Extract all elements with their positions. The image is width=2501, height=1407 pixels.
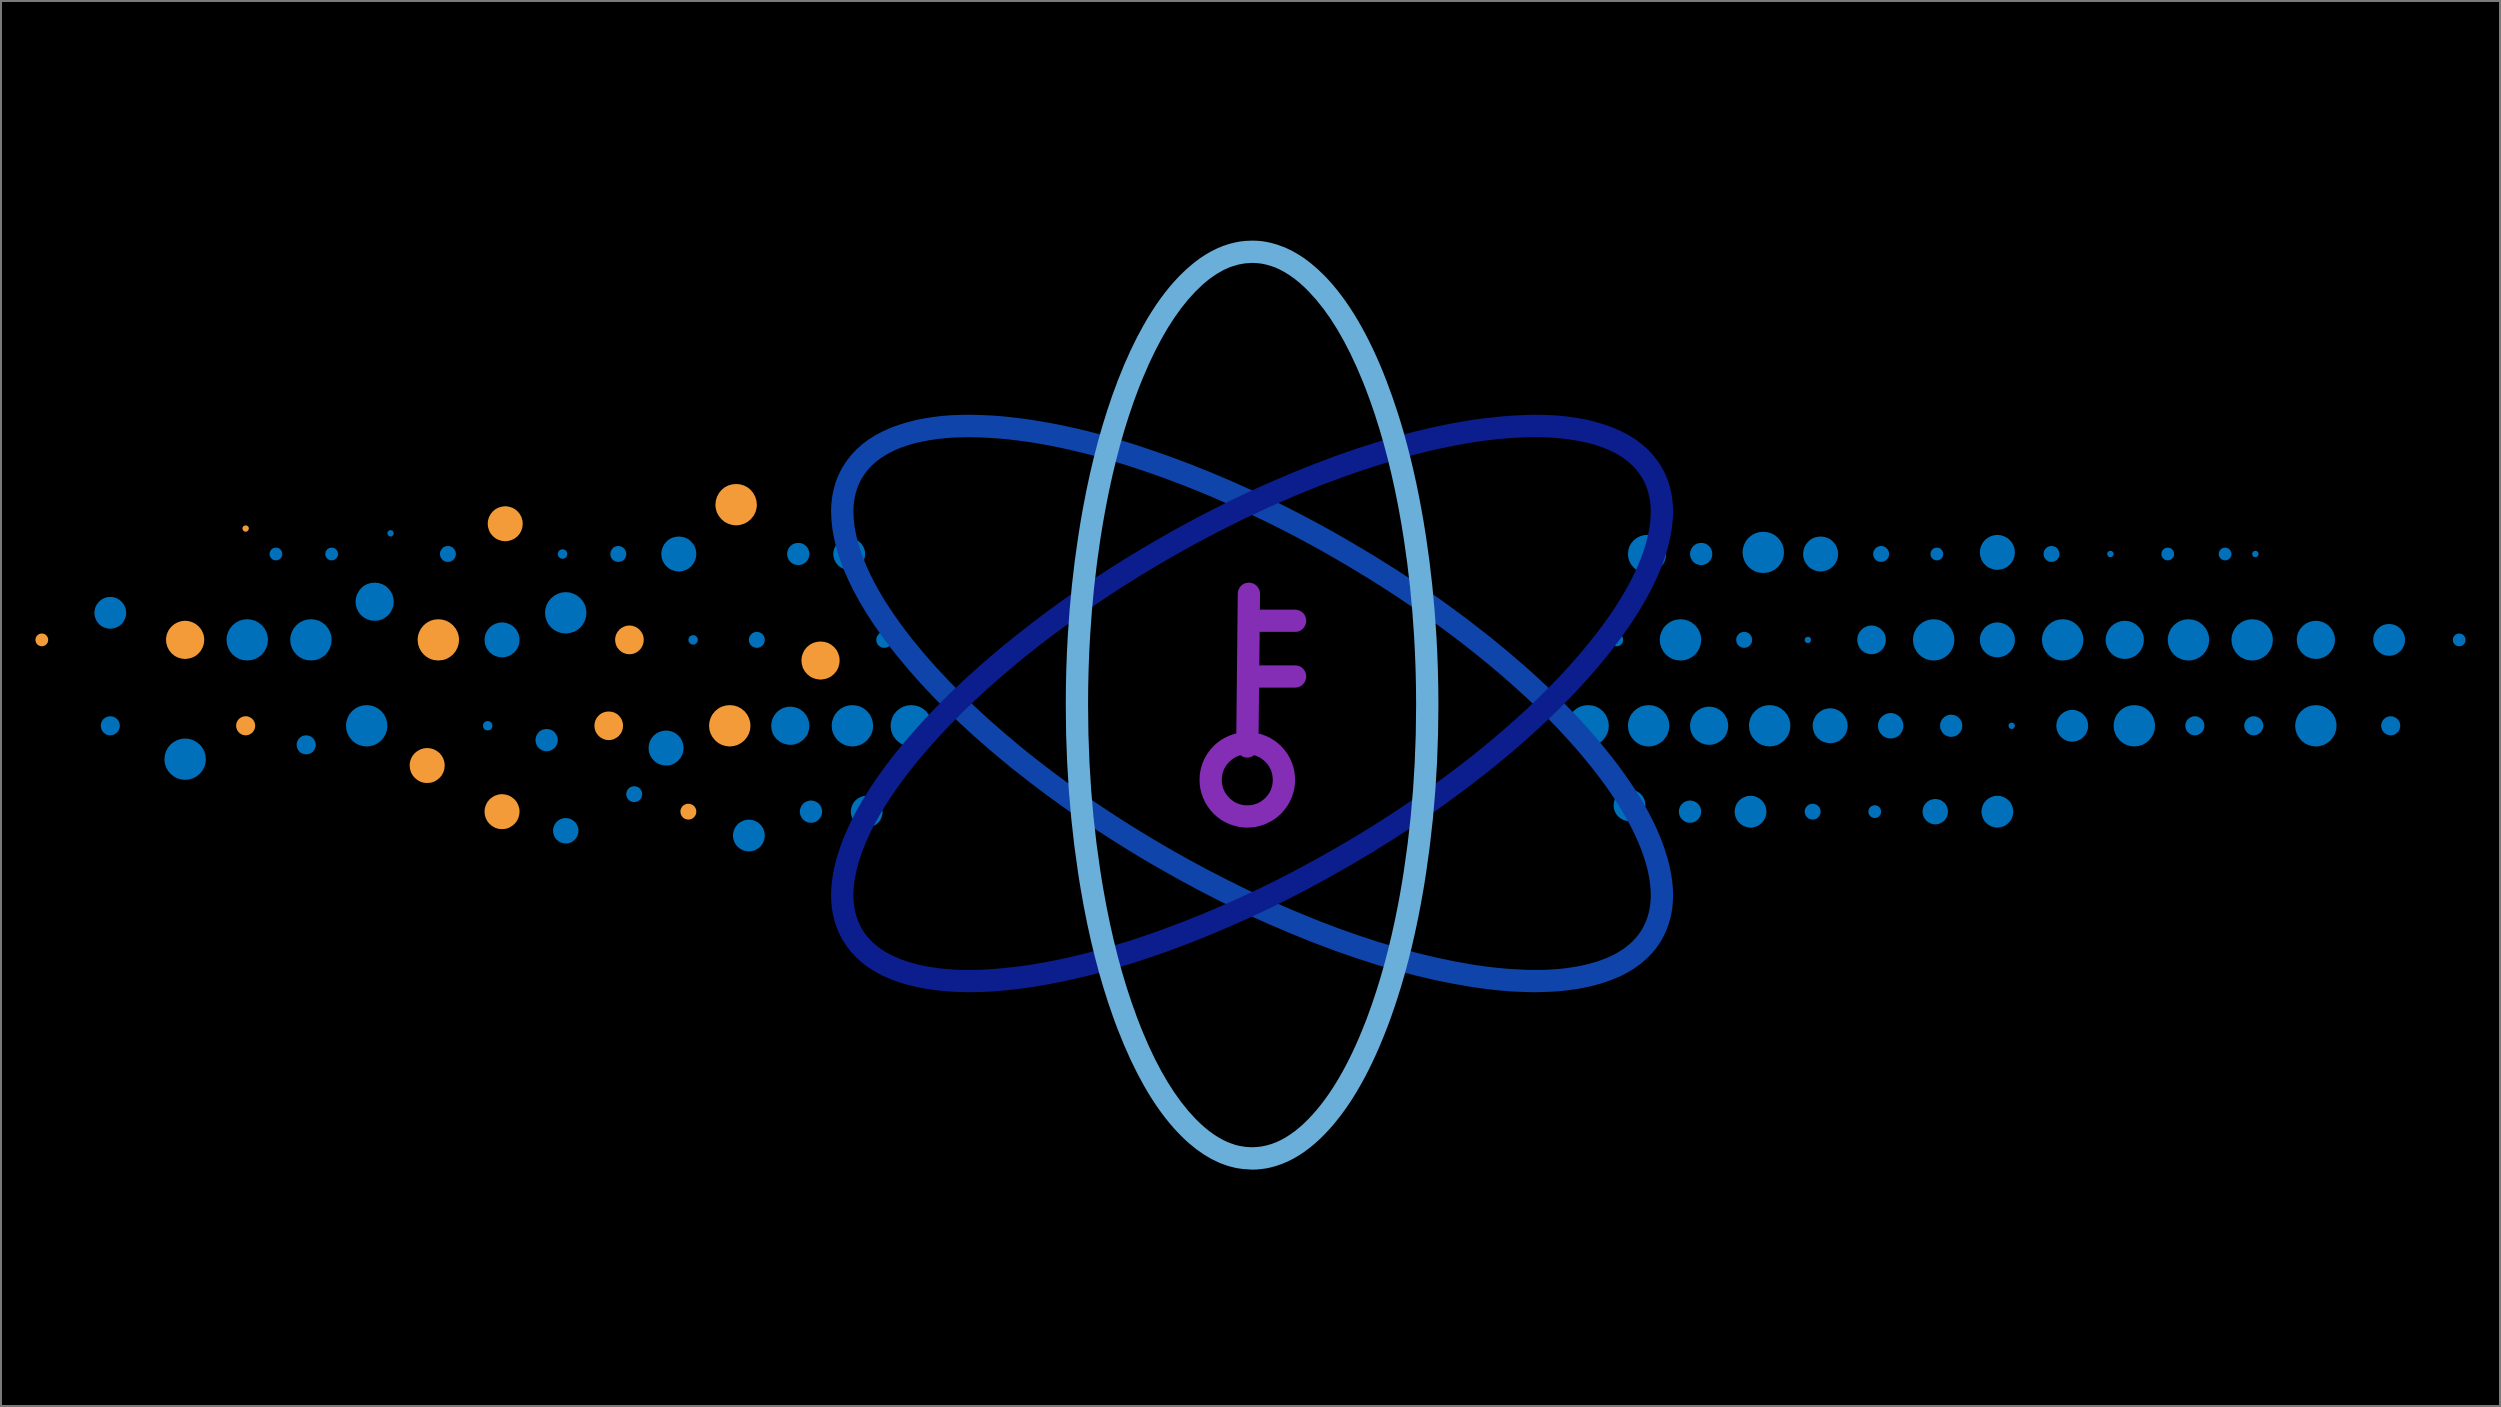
blue-dot <box>2452 633 2466 647</box>
blue-dot <box>771 706 810 745</box>
orange-dot <box>484 794 520 830</box>
blue-dot <box>787 542 810 566</box>
orange-dot <box>594 711 624 741</box>
blue-dot <box>296 735 316 755</box>
blue-dot <box>1736 631 1753 648</box>
blue-dot <box>1659 619 1702 661</box>
blue-dot <box>748 631 765 648</box>
blue-dot <box>1690 706 1729 745</box>
orbit-tilted-ascending <box>831 414 1674 993</box>
orange-dot <box>715 483 757 526</box>
blue-dot <box>732 819 765 852</box>
blue-dot <box>1940 714 1963 737</box>
blue-dot <box>1812 708 1848 744</box>
blue-dot <box>2056 709 2089 742</box>
blue-dot <box>1734 795 1767 828</box>
blue-dot <box>2231 619 2273 661</box>
blue-dot <box>2043 546 2060 562</box>
blue-dot <box>1627 705 1670 747</box>
blue-dot <box>2373 623 2406 656</box>
blue-dot <box>226 619 268 661</box>
blue-dot <box>94 596 127 629</box>
blue-dot <box>535 728 558 752</box>
orange-dot <box>615 625 644 655</box>
blue-dot <box>1690 542 1713 566</box>
blue-dot <box>439 546 456 562</box>
orange-dot <box>35 633 49 647</box>
orange-dot <box>709 705 751 747</box>
blue-dot <box>2105 620 2144 659</box>
blue-dot <box>2185 716 2205 736</box>
orange-dot <box>236 716 256 736</box>
blue-dot <box>1804 636 1812 644</box>
blue-dot <box>482 720 493 731</box>
blue-dot <box>1803 536 1839 572</box>
blue-dot <box>1748 705 1791 747</box>
key-icon <box>1199 582 1307 828</box>
blue-dot <box>648 730 684 766</box>
blue-dot <box>831 705 874 747</box>
blue-dot <box>2041 619 2084 661</box>
blue-dot <box>484 622 520 658</box>
blue-dot <box>610 546 627 562</box>
blue-dot <box>1678 800 1702 823</box>
blue-dot <box>1877 713 1904 739</box>
blue-dot <box>1979 534 2015 570</box>
orange-dot <box>680 803 697 820</box>
orbit-vertical <box>1065 240 1439 1170</box>
blue-dot <box>2381 716 2401 736</box>
blue-dot <box>1868 805 1882 819</box>
blue-dot <box>557 549 568 559</box>
blue-dot <box>626 786 643 803</box>
blue-dot <box>688 635 698 645</box>
blue-dot <box>1742 531 1784 574</box>
blue-dot <box>1804 803 1821 820</box>
orange-dot <box>801 641 840 680</box>
blue-dot <box>1979 622 2015 658</box>
blue-dot <box>1930 547 1944 561</box>
blue-dot <box>164 738 206 780</box>
blue-dot <box>1873 546 1890 562</box>
blue-dot <box>269 547 283 561</box>
blue-dot <box>2296 620 2335 659</box>
blue-dot <box>290 619 332 661</box>
blue-dot <box>661 536 697 572</box>
blue-dot <box>2252 550 2259 558</box>
blue-dot <box>2244 716 2264 736</box>
blue-dot <box>799 800 823 823</box>
blue-dot <box>2161 547 2175 561</box>
blue-dot <box>1857 625 1886 655</box>
particle-dots <box>35 483 2466 852</box>
blue-dot <box>1981 795 2014 828</box>
blue-dot <box>2167 619 2210 661</box>
blue-dot <box>2218 547 2232 561</box>
blue-dot <box>2113 705 2156 747</box>
atom-icon <box>831 240 1674 1170</box>
orange-dot <box>409 748 445 784</box>
blue-dot <box>387 530 394 537</box>
blue-dot <box>2107 550 2114 558</box>
blue-dot <box>545 592 587 634</box>
blue-dot <box>1912 619 1955 661</box>
orbit-tilted-descending <box>831 414 1674 993</box>
blue-dot <box>2008 722 2015 729</box>
blue-dot <box>1922 798 1949 825</box>
blue-dot <box>552 818 579 844</box>
blue-dot <box>100 716 120 736</box>
blue-dot <box>355 582 394 621</box>
blue-dot <box>345 705 388 747</box>
orange-dot <box>242 525 249 532</box>
blue-dot <box>325 547 339 561</box>
orange-dot <box>166 620 205 659</box>
blue-dot <box>2295 705 2337 747</box>
orange-dot <box>417 619 460 661</box>
orange-dot <box>487 506 523 542</box>
